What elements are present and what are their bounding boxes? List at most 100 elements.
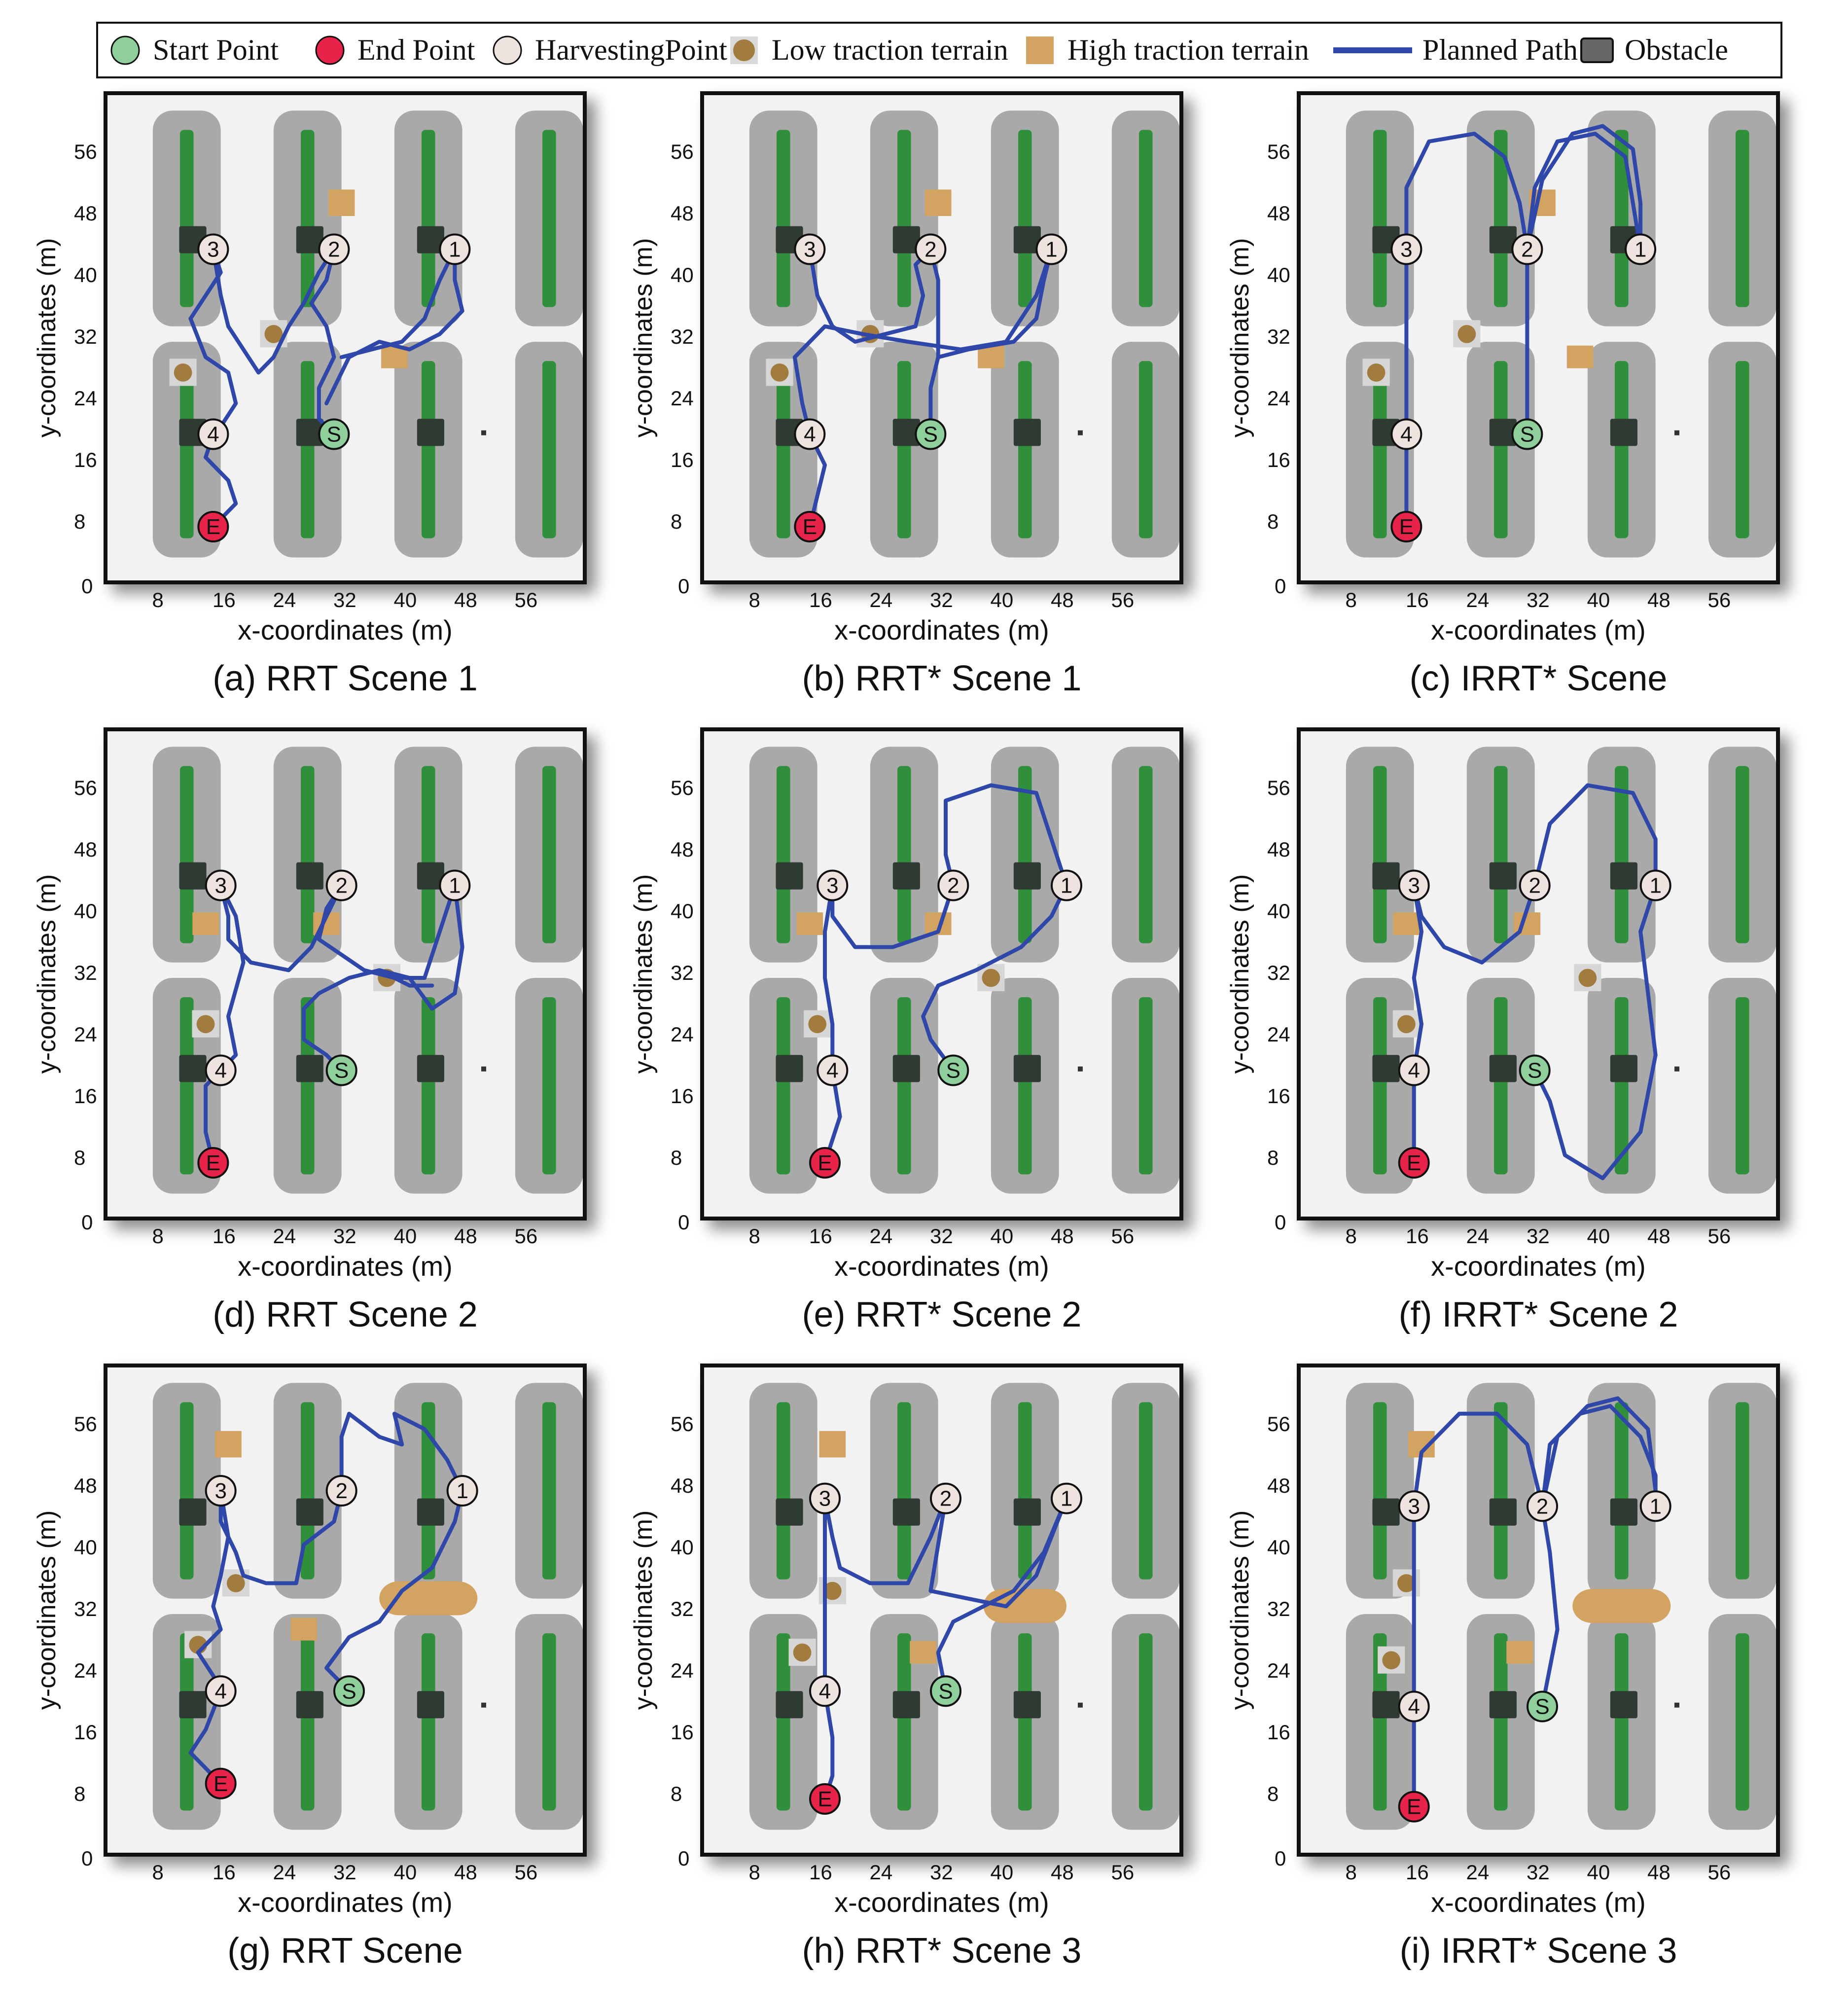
crop-row (422, 130, 435, 307)
obstacle (417, 1055, 444, 1082)
y-tick-label: 32 (1267, 961, 1290, 984)
y-tick-label: 16 (74, 1721, 97, 1744)
y-tick-label: 40 (671, 899, 694, 923)
y-axis-label: y-coordinates (m) (1226, 874, 1254, 1074)
high-traction-terrain (1506, 1641, 1533, 1664)
x-tick-label: 40 (1587, 1224, 1610, 1248)
y-axis-label: y-coordinates (m) (1226, 1510, 1254, 1710)
crop-row (1139, 361, 1153, 539)
x-tick-label: 48 (1051, 1861, 1074, 1884)
x-tick-label: 40 (990, 588, 1014, 611)
planned-path (1525, 132, 1643, 251)
y-tick-label: 24 (671, 387, 694, 410)
x-tick-label: 32 (1527, 1224, 1550, 1248)
harvest-1-label: 1 (1061, 1487, 1072, 1511)
crop-row (1018, 361, 1032, 539)
x-tick-label: 32 (1527, 1861, 1550, 1884)
small-obstacle (1674, 1702, 1679, 1708)
crop-row (1736, 130, 1749, 307)
end-point (205, 1767, 237, 1799)
crop-row (422, 997, 435, 1175)
x-tick-label: 16 (213, 1861, 236, 1884)
crop-row (1494, 1402, 1508, 1580)
end-label: E (206, 515, 220, 539)
x-tick-label: 40 (990, 1861, 1014, 1884)
harvest-4-label: 4 (819, 1679, 831, 1703)
end-point (197, 511, 229, 542)
x-axis-label: x-coordinates (m) (1431, 1887, 1646, 1918)
y-tick-label: 24 (671, 1659, 694, 1682)
harvest-2-label: 2 (924, 238, 936, 262)
crop-row (897, 130, 911, 307)
crop-row (1494, 1633, 1508, 1811)
obstacle (1489, 1055, 1517, 1082)
y-tick-label: 16 (1267, 448, 1290, 471)
harvest-1-point (446, 1475, 478, 1507)
small-obstacle (1077, 1066, 1083, 1072)
obstacle (1372, 1055, 1400, 1082)
obstacle (776, 1498, 803, 1526)
x-tick-label: 40 (393, 588, 417, 611)
harvest-4-label: 4 (1408, 1059, 1420, 1083)
harvest-3-point (197, 233, 229, 265)
planned-path (392, 976, 434, 988)
legend-symbol-harvest (493, 36, 522, 65)
harvest-3-label: 3 (1400, 238, 1412, 262)
x-axis-label: x-coordinates (m) (1431, 1251, 1646, 1282)
obstacle (179, 1498, 207, 1526)
end-label: E (803, 515, 817, 539)
y-axis-label: y-coordinates (m) (33, 1510, 61, 1710)
low-traction-terrain (1382, 1651, 1401, 1670)
crop-row (1736, 766, 1749, 943)
end-point (1390, 511, 1422, 542)
x-tick-label: 8 (152, 1224, 164, 1248)
crop-row (1139, 1402, 1153, 1580)
harvest-3-label: 3 (826, 874, 838, 898)
harvest-3-point (205, 1475, 237, 1507)
crop-row (1494, 766, 1508, 943)
x-tick-label: 48 (1051, 588, 1074, 611)
high-traction-terrain (192, 912, 219, 935)
obstacle (1610, 419, 1637, 446)
x-tick-label: 8 (748, 588, 760, 611)
x-tick-label: 56 (1111, 588, 1135, 611)
x-tick-label: 32 (930, 1861, 953, 1884)
x-axis-label: x-coordinates (m) (1431, 614, 1646, 646)
harvest-3-label: 3 (819, 1487, 831, 1511)
x-tick-label: 24 (1466, 1224, 1490, 1248)
origin-label: 0 (1275, 1847, 1286, 1870)
x-axis-label: x-coordinates (m) (238, 1251, 453, 1282)
y-tick-label: 32 (1267, 1597, 1290, 1620)
legend-item-high: High traction terrain (1020, 24, 1309, 76)
low-traction-terrain (1367, 363, 1386, 382)
harvest-1-point (1639, 1490, 1671, 1522)
obstacle (892, 1691, 920, 1719)
obstacle (776, 1691, 803, 1719)
panel-caption: (i) IRRT* Scene 3 (1399, 1931, 1677, 1971)
y-tick-label: 8 (1267, 1146, 1279, 1169)
x-tick-label: 16 (1406, 1861, 1429, 1884)
end-point (1398, 1147, 1430, 1179)
end-point (1398, 1791, 1430, 1823)
obstacle (296, 1498, 323, 1526)
legend-symbol-start (110, 36, 140, 65)
start-point (325, 1054, 357, 1086)
harvest-2-label: 2 (335, 874, 347, 898)
crop-row (897, 766, 911, 943)
start-point (1519, 1054, 1551, 1086)
crop-row (1139, 130, 1153, 307)
crop-row (180, 1633, 194, 1811)
start-point (937, 1054, 969, 1086)
end-label: E (817, 1787, 832, 1811)
obstacle (1372, 862, 1400, 890)
harvest-4-label: 4 (207, 423, 219, 447)
harvest-4-point (794, 418, 826, 450)
crop-row (542, 1633, 556, 1811)
start-point (318, 418, 350, 450)
